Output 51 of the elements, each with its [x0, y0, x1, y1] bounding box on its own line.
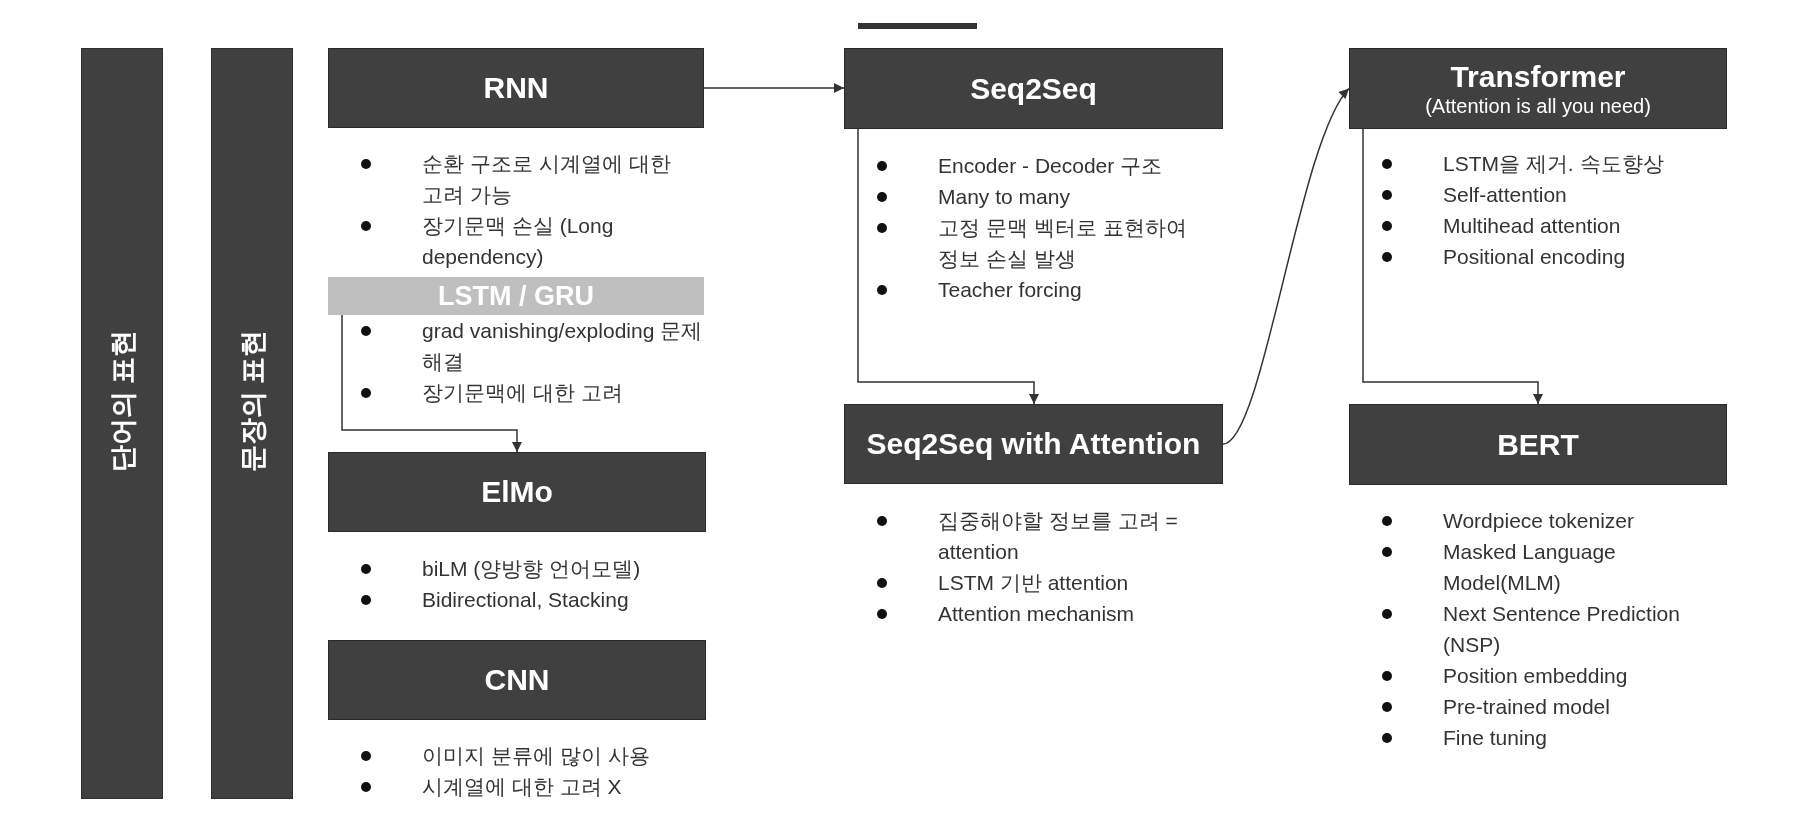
- bullet-text: Masked Language Model(MLM): [1443, 539, 1617, 596]
- title-box: [328, 452, 706, 532]
- title-box: [1349, 48, 1727, 129]
- bullet-text: Pre-trained model: [1443, 694, 1611, 720]
- bullet-text: Encoder - Decoder 구조: [938, 153, 1164, 179]
- bullet-text: 시계열에 대한 고려 X: [422, 774, 623, 800]
- title-box: [844, 404, 1223, 484]
- vertical-label: 문장의 표현: [237, 329, 269, 473]
- bullet-text: 집중해야할 정보를 고려 = attention: [938, 508, 1179, 565]
- arrow: [341, 314, 522, 453]
- title-box: [1349, 404, 1727, 485]
- arrow: [857, 128, 1039, 405]
- bullet-text: Next Sentence Prediction (NSP): [1443, 601, 1680, 658]
- box-title: Transformer: [1450, 59, 1626, 94]
- title-box: [844, 48, 1223, 129]
- title-box: [328, 48, 704, 128]
- box-subtitle: (Attention is all you need): [1425, 93, 1651, 118]
- bullet-text: grad vanishing/exploding 문제 해결: [422, 318, 704, 375]
- vertical-bar: [81, 48, 163, 799]
- bullet-text: Positional encoding: [1443, 244, 1627, 270]
- box-title: Seq2Seq: [970, 71, 1097, 106]
- title-box: [328, 640, 706, 720]
- bullet-text: Many to many: [938, 184, 1071, 210]
- bullet-text: Wordpiece tokenizer: [1443, 508, 1636, 534]
- bullet-text: 장기문맥에 대한 고려: [422, 380, 624, 406]
- bullet-text: Multihead attention: [1443, 213, 1622, 239]
- box-title: Seq2Seq with Attention: [866, 427, 1201, 461]
- bullet-text: Bidirectional, Stacking: [422, 587, 630, 613]
- box-title: ElMo: [481, 475, 553, 509]
- bullet-text: 이미지 분류에 많이 사용: [422, 743, 651, 769]
- arrow: [1362, 128, 1543, 405]
- bullet-text: 장기문맥 손실 (Long dependency): [422, 213, 615, 270]
- bullet-text: Self-attention: [1443, 182, 1568, 208]
- bullet-text: 고정 문맥 벡터로 표현하여 정보 손실 발생: [938, 215, 1188, 272]
- box-title: BERT: [1497, 427, 1579, 462]
- box-title: RNN: [483, 71, 549, 105]
- bullet-text: Position embedding: [1443, 663, 1629, 689]
- vertical-label: 단어의 표현: [107, 329, 139, 473]
- arrow: [1222, 87, 1350, 445]
- bullet-text: Teacher forcing: [938, 277, 1083, 303]
- bullet-text: LSTM을 제거. 속도향상: [1443, 151, 1665, 177]
- subtitle-band: [328, 277, 704, 315]
- bullet-text: biLM (양방향 언어모델): [422, 556, 642, 582]
- vertical-bar: [211, 48, 293, 799]
- bullet-text: Attention mechanism: [938, 601, 1136, 627]
- bullet-text: 순환 구조로 시계열에 대한 고려 가능: [422, 151, 672, 208]
- box-title: CNN: [484, 663, 550, 697]
- bullet-text: LSTM 기반 attention: [938, 570, 1130, 596]
- box-title: LSTM / GRU: [438, 280, 594, 312]
- bullet-text: Fine tuning: [1443, 725, 1548, 751]
- arrow: [703, 83, 845, 93]
